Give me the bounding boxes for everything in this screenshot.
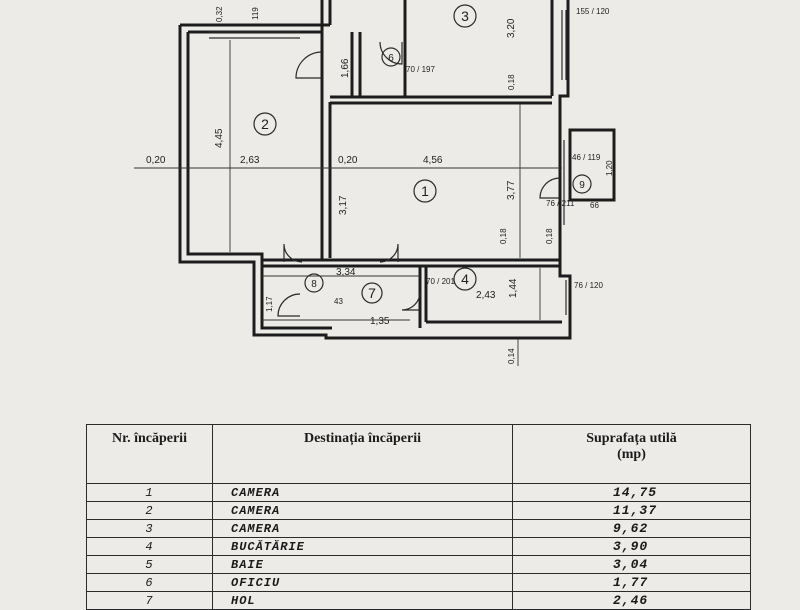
row-number: 5 [86,555,213,574]
svg-text:9: 9 [579,180,585,191]
dim-label: 66 [590,201,599,210]
row-area: 1,77 [512,573,751,592]
dim-label: 155 / 120 [576,7,610,16]
dim-label: 1,66 [340,58,351,78]
table-header-row: Nr. încăperii Destinația încăperii Supra… [86,424,751,484]
svg-text:1: 1 [421,183,429,199]
row-destination: BUCĂTĂRIE [212,537,513,556]
header-room-number: Nr. încăperii [86,424,213,484]
dim-label: 76 / 120 [574,281,603,290]
dim-label: 3,34 [336,267,356,278]
row-area: 3,90 [512,537,751,556]
room-marker-4: 4 [453,267,477,291]
dim-label: 1,35 [370,316,390,327]
room-marker-6: 6 [381,47,401,67]
header-useful-area-label: Suprafața utilă [586,431,677,446]
svg-text:6: 6 [388,53,394,64]
row-area: 14,75 [512,483,751,502]
row-area: 11,37 [512,501,751,520]
svg-text:8: 8 [311,279,317,290]
floor-plan: 1 2 3 4 6 7 8 9 0,20 [134,0,616,366]
dim-label: 0,14 [507,348,516,364]
dim-label: 1,44 [508,278,519,298]
dim-label: 3,20 [506,18,517,38]
dim-label: 0,18 [545,228,554,244]
svg-text:4: 4 [461,271,469,287]
row-destination: CAMERA [212,501,513,520]
row-destination: OFICIU [212,573,513,592]
dim-label: 70 / 197 [406,65,435,74]
row-destination: HOL [212,591,513,610]
row-area: 9,62 [512,519,751,538]
dim-label: 0,20 [146,155,166,166]
table-row: 4 BUCĂTĂRIE 3,90 [86,537,751,556]
row-number: 2 [86,501,213,520]
dim-label: 1,17 [265,296,274,312]
room-marker-7: 7 [361,282,383,304]
door-swings [277,41,561,317]
table-row: 2 CAMERA 11,37 [86,501,751,520]
room-marker-1: 1 [413,179,437,203]
room-marker-2: 2 [253,112,277,136]
row-number: 7 [86,591,213,610]
dim-label: 70 / 201 [426,277,455,286]
dim-label: 4,45 [214,128,225,148]
dimension-labels: 0,20 2,63 0,20 4,56 4,45 3,17 3,77 3,20 … [146,6,614,364]
dim-label: 0,20 [338,155,358,166]
dim-label: 43 [334,297,343,306]
dim-label: 46 / 119 [572,153,601,162]
svg-text:3: 3 [461,8,469,24]
balcony-outline [568,128,616,202]
row-number: 6 [86,573,213,592]
table-row: 3 CAMERA 9,62 [86,519,751,538]
dim-label: 0,18 [507,74,516,90]
dim-label: 76 / 211 [546,199,575,208]
surface-table: Nr. încăperii Destinația încăperii Supra… [86,424,751,610]
dim-label: 0,32 [215,6,224,22]
dim-label: 2,63 [240,155,260,166]
row-number: 3 [86,519,213,538]
table-row: 7 HOL 2,46 [86,591,751,610]
room-markers: 1 2 3 4 6 7 8 9 [253,4,592,304]
row-destination: BAIE [212,555,513,574]
svg-text:7: 7 [368,285,376,301]
header-useful-area-unit: (mp) [617,447,646,462]
svg-text:2: 2 [261,116,269,132]
row-destination: CAMERA [212,519,513,538]
interior-walls [262,32,562,328]
room-marker-8: 8 [304,273,324,293]
row-number: 4 [86,537,213,556]
row-number: 1 [86,483,213,502]
dim-label: 0,18 [499,228,508,244]
dim-label: 1,20 [605,160,614,176]
windows [209,10,567,315]
dim-label: 4,56 [423,155,443,166]
row-area: 3,04 [512,555,751,574]
table-row: 6 OFICIU 1,77 [86,573,751,592]
dim-label: 3,77 [506,180,517,200]
dimension-lines [134,40,562,366]
header-room-destination: Destinația încăperii [212,424,513,484]
dim-label: 3,17 [338,195,349,215]
dim-label: 119 [251,7,260,20]
row-area: 2,46 [512,591,751,610]
row-destination: CAMERA [212,483,513,502]
table-row: 5 BAIE 3,04 [86,555,751,574]
header-useful-area: Suprafața utilă (mp) [512,424,751,484]
room-marker-9: 9 [572,174,592,194]
dim-label: 2,43 [476,290,496,301]
room-marker-3: 3 [453,4,477,28]
table-row: 1 CAMERA 14,75 [86,483,751,502]
